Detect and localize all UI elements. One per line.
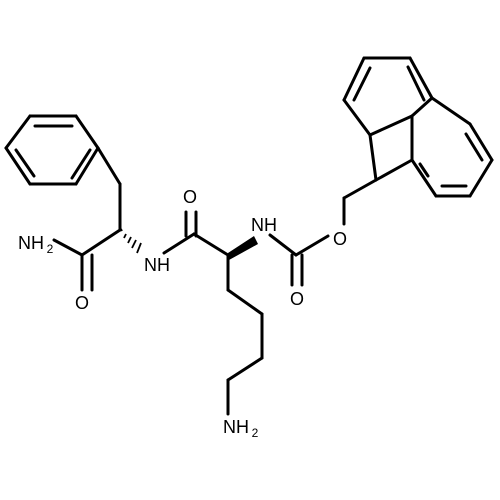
alpha-to-carbonyl-bond: [80, 228, 122, 257]
carboxamide-oxygen-label: O: [75, 293, 89, 313]
wedge-stereo-bond: [228, 236, 258, 260]
peptide-bond: [162, 210, 230, 257]
nh-to-carbonyl-bond: [162, 232, 196, 255]
ch2-to-fluorenyl-c9: [342, 178, 378, 200]
fmoc-carbamate: [268, 178, 378, 287]
carboxamide-nh2-subscript: 2: [47, 242, 54, 256]
side-chain-nh2-label: NH: [223, 417, 249, 437]
fluorenyl-group: [342, 56, 494, 198]
carbonyl-to-alpha-bond: [192, 232, 230, 257]
carboxamide-nh2-label: NH: [18, 233, 44, 253]
hashed-stereo-bond: [120, 228, 142, 254]
phenylalaninamide-backbone: [52, 146, 142, 292]
amide-nh-label: NH: [144, 255, 170, 275]
phenyl-ring: [4, 114, 100, 186]
carbamate-to-ester-o: [294, 234, 330, 257]
benzyl-ring-bond: [96, 146, 122, 186]
nh-to-carbamate-carbon: [268, 233, 298, 257]
lysine-nh-label: NH: [251, 215, 277, 235]
carbamate-ester-oxygen-label: O: [333, 229, 347, 249]
lysine-side-chain: [226, 253, 264, 416]
carbamate-carbonyl-oxygen-label: O: [290, 289, 304, 309]
side-chain-nh2-subscript: 2: [252, 426, 259, 440]
carbonyl-to-nh2-bond: [52, 238, 84, 257]
peptide-oxygen-label: O: [183, 187, 197, 207]
